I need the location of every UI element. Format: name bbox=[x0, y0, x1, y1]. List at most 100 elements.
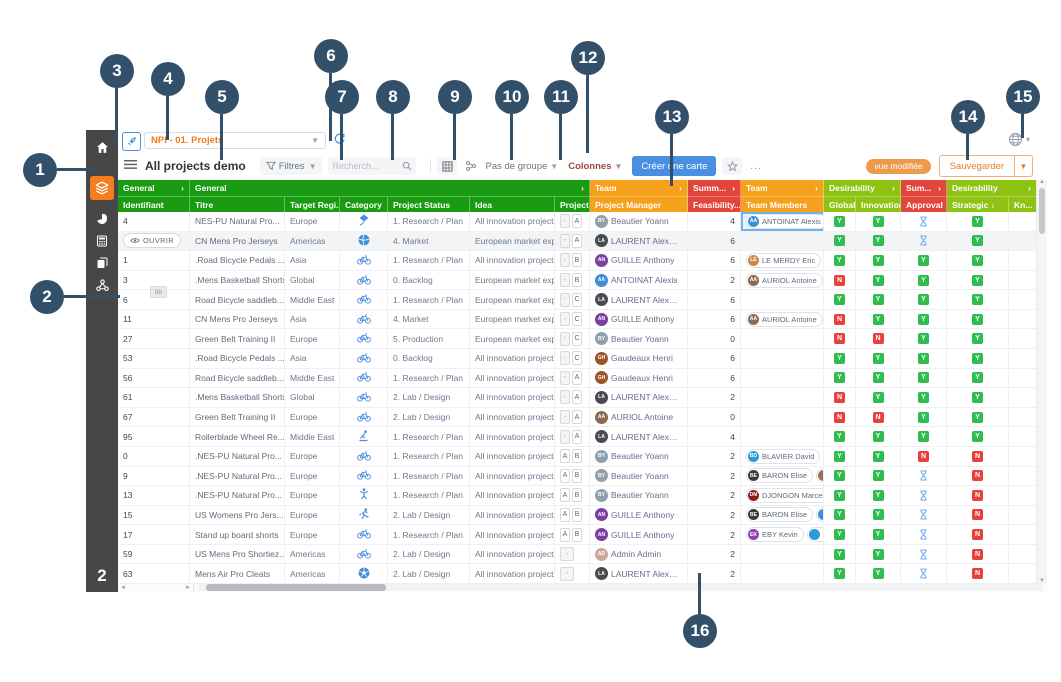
frozen-scroll-arrows[interactable]: ◄► bbox=[118, 583, 194, 592]
cell-flag-innovation[interactable]: Y bbox=[856, 368, 901, 388]
cell-category[interactable] bbox=[340, 309, 388, 329]
team-member-chip[interactable] bbox=[816, 468, 823, 484]
cell-idea[interactable]: All innovation projects bbox=[470, 505, 555, 525]
cell-identifiant[interactable]: 1 bbox=[118, 251, 190, 270]
cell-flag-approval[interactable]: Y bbox=[901, 329, 947, 349]
cell-kn[interactable] bbox=[1009, 231, 1037, 251]
cell-titre[interactable]: Green Belt Training II bbox=[190, 407, 285, 427]
rocket-icon[interactable] bbox=[122, 132, 141, 151]
cell-project-status[interactable]: 2. Lab / Design bbox=[388, 407, 470, 427]
cell-flag-approval[interactable]: Y bbox=[901, 290, 947, 309]
cell-flag-innovation[interactable]: Y bbox=[856, 466, 901, 486]
cell-identifiant[interactable]: 61 bbox=[118, 388, 190, 407]
cell-team-members[interactable] bbox=[741, 407, 824, 427]
cell-flag-innovation[interactable]: Y bbox=[856, 251, 901, 270]
cell-target-region[interactable]: Asia bbox=[285, 251, 340, 270]
sidebar-item-projects-active[interactable] bbox=[90, 176, 114, 200]
cell-flag-innovation[interactable]: Y bbox=[856, 212, 901, 231]
cell-flag-global[interactable]: N bbox=[824, 388, 856, 407]
cell-identifiant[interactable]: OUVRIR bbox=[118, 231, 190, 251]
project-type-chip[interactable]: - bbox=[560, 351, 570, 366]
cell-project-types[interactable]: -B bbox=[555, 251, 590, 270]
column-header-feasibility[interactable]: Feasibility... bbox=[688, 196, 741, 212]
cell-project-types[interactable]: -A bbox=[555, 407, 590, 427]
column-header-approval[interactable]: Approval bbox=[901, 196, 947, 212]
cell-target-region[interactable]: Europe bbox=[285, 466, 340, 486]
cell-kn[interactable] bbox=[1009, 407, 1037, 427]
project-type-chip[interactable]: - bbox=[560, 214, 570, 229]
cell-identifiant[interactable]: 63 bbox=[118, 564, 190, 583]
cell-flag-global[interactable]: Y bbox=[824, 251, 856, 270]
cell-flag-approval[interactable]: Y bbox=[901, 427, 947, 446]
cell-feasibility[interactable]: 2 bbox=[688, 505, 741, 525]
cell-flag-global[interactable]: Y bbox=[824, 525, 856, 544]
cell-flag-innovation[interactable]: Y bbox=[856, 446, 901, 466]
column-group-general[interactable]: General› bbox=[118, 180, 190, 196]
cell-identifiant[interactable]: 6 bbox=[118, 290, 190, 309]
cell-idea[interactable]: All innovation projects bbox=[470, 251, 555, 270]
cell-feasibility[interactable]: 2 bbox=[688, 270, 741, 290]
cell-target-region[interactable]: Europe bbox=[285, 525, 340, 544]
cell-category[interactable] bbox=[340, 466, 388, 486]
cell-idea[interactable]: European market exp... bbox=[470, 290, 555, 309]
cell-titre[interactable]: Road Bicycle saddleb... bbox=[190, 368, 285, 388]
cell-identifiant[interactable]: 27 bbox=[118, 329, 190, 349]
cell-project-status[interactable]: 2. Lab / Design bbox=[388, 564, 470, 583]
cell-identifiant[interactable]: 11 bbox=[118, 309, 190, 329]
cell-project-types[interactable]: - bbox=[555, 544, 590, 564]
cell-target-region[interactable]: Asia bbox=[285, 309, 340, 329]
cell-project-types[interactable]: -C bbox=[555, 309, 590, 329]
cell-project-status[interactable]: 1. Research / Plan bbox=[388, 446, 470, 466]
project-type-chip[interactable]: - bbox=[560, 273, 570, 288]
cell-kn[interactable] bbox=[1009, 212, 1037, 231]
project-type-chip[interactable]: A bbox=[560, 507, 570, 522]
cell-project-types[interactable]: -B bbox=[555, 270, 590, 290]
cell-flag-strategic[interactable]: Y bbox=[947, 427, 1009, 446]
cell-flag-global[interactable]: Y bbox=[824, 290, 856, 309]
cell-idea[interactable]: All innovation projects bbox=[470, 466, 555, 486]
project-type-chip[interactable]: C bbox=[572, 331, 582, 346]
cell-team-members[interactable] bbox=[741, 388, 824, 407]
cell-kn[interactable] bbox=[1009, 368, 1037, 388]
project-type-chip[interactable]: A bbox=[572, 370, 582, 385]
cell-flag-approval[interactable] bbox=[901, 544, 947, 564]
cell-kn[interactable] bbox=[1009, 505, 1037, 525]
cell-flag-strategic[interactable]: N bbox=[947, 486, 1009, 505]
cell-kn[interactable] bbox=[1009, 525, 1037, 544]
cell-idea[interactable]: All innovation projects bbox=[470, 407, 555, 427]
cell-flag-global[interactable]: Y bbox=[824, 446, 856, 466]
columns-button[interactable]: Colonnes ▼ bbox=[568, 161, 622, 172]
cell-team-members[interactable] bbox=[741, 349, 824, 368]
vertical-scrollbar[interactable]: ▲ ▼ bbox=[1036, 179, 1047, 584]
cell-flag-strategic[interactable]: Y bbox=[947, 368, 1009, 388]
cell-titre[interactable]: CN Mens Pro Jerseys bbox=[190, 231, 285, 251]
cell-flag-approval[interactable] bbox=[901, 212, 947, 231]
cell-flag-strategic[interactable]: Y bbox=[947, 270, 1009, 290]
cell-category[interactable] bbox=[340, 407, 388, 427]
cell-flag-innovation[interactable]: Y bbox=[856, 525, 901, 544]
scroll-down-arrow[interactable]: ▼ bbox=[1039, 577, 1045, 584]
cell-project-status[interactable]: 1. Research / Plan bbox=[388, 466, 470, 486]
cell-titre[interactable]: NES-PU Natural Pro... bbox=[190, 212, 285, 231]
cell-flag-global[interactable]: N bbox=[824, 407, 856, 427]
cell-feasibility[interactable]: 4 bbox=[688, 212, 741, 231]
cell-feasibility[interactable]: 0 bbox=[688, 329, 741, 349]
